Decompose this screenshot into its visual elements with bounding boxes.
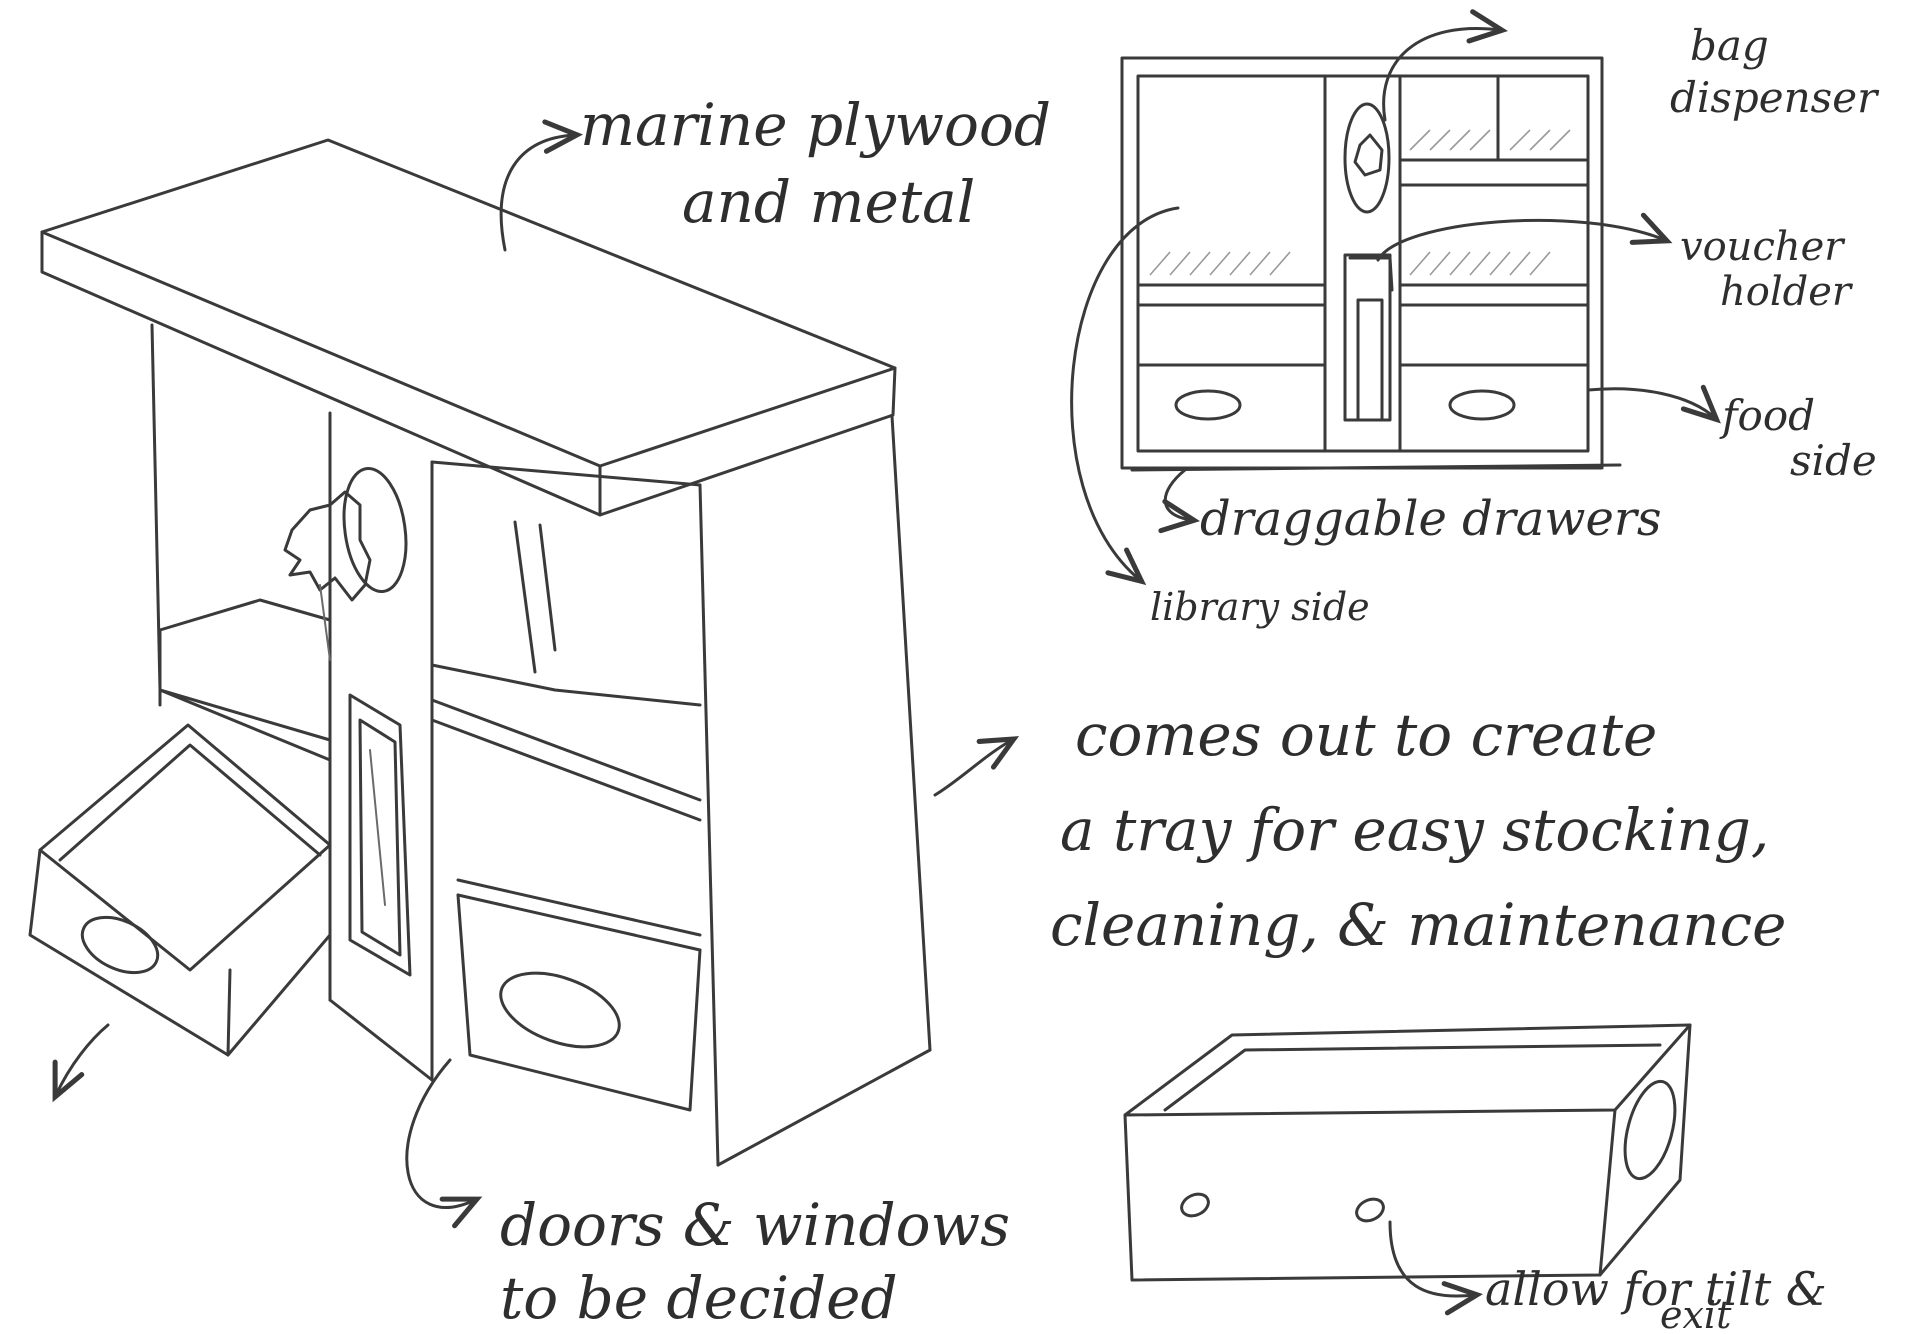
- library-side-label: library side: [1150, 585, 1370, 629]
- annotation-arrows: [52, 9, 1721, 1316]
- tray-note-line3: cleaning, & maintenance: [1050, 891, 1786, 959]
- bag-dispenser-label-line1: bag: [1690, 21, 1769, 70]
- draggable-drawers-label: draggable drawers: [1200, 491, 1661, 547]
- tilt-exit-label-line2: exit: [1660, 1293, 1732, 1334]
- tilt-exit-label-line1: allow for tilt &: [1485, 1262, 1827, 1316]
- voucher-holder-label-line2: holder: [1720, 269, 1854, 315]
- material-label-line1: marine plywood: [580, 91, 1051, 159]
- tray-note-line1: comes out to create: [1075, 701, 1657, 769]
- drawer-detail: [1123, 1023, 1692, 1282]
- doors-windows-label-line2: to be decided: [500, 1264, 898, 1332]
- tray-note-line2: a tray for easy stocking,: [1060, 796, 1769, 864]
- bag-dispenser-label-line2: dispenser: [1670, 73, 1880, 122]
- material-label-line2: and metal: [682, 168, 975, 236]
- food-side-label-line2: side: [1790, 436, 1877, 485]
- doors-windows-label-line1: doors & windows: [500, 1191, 1010, 1259]
- voucher-holder-label-line1: voucher: [1680, 224, 1846, 270]
- front-view: [1120, 56, 1622, 472]
- food-side-label-line1: food: [1719, 391, 1815, 440]
- cabinet-isometric: [28, 138, 932, 1167]
